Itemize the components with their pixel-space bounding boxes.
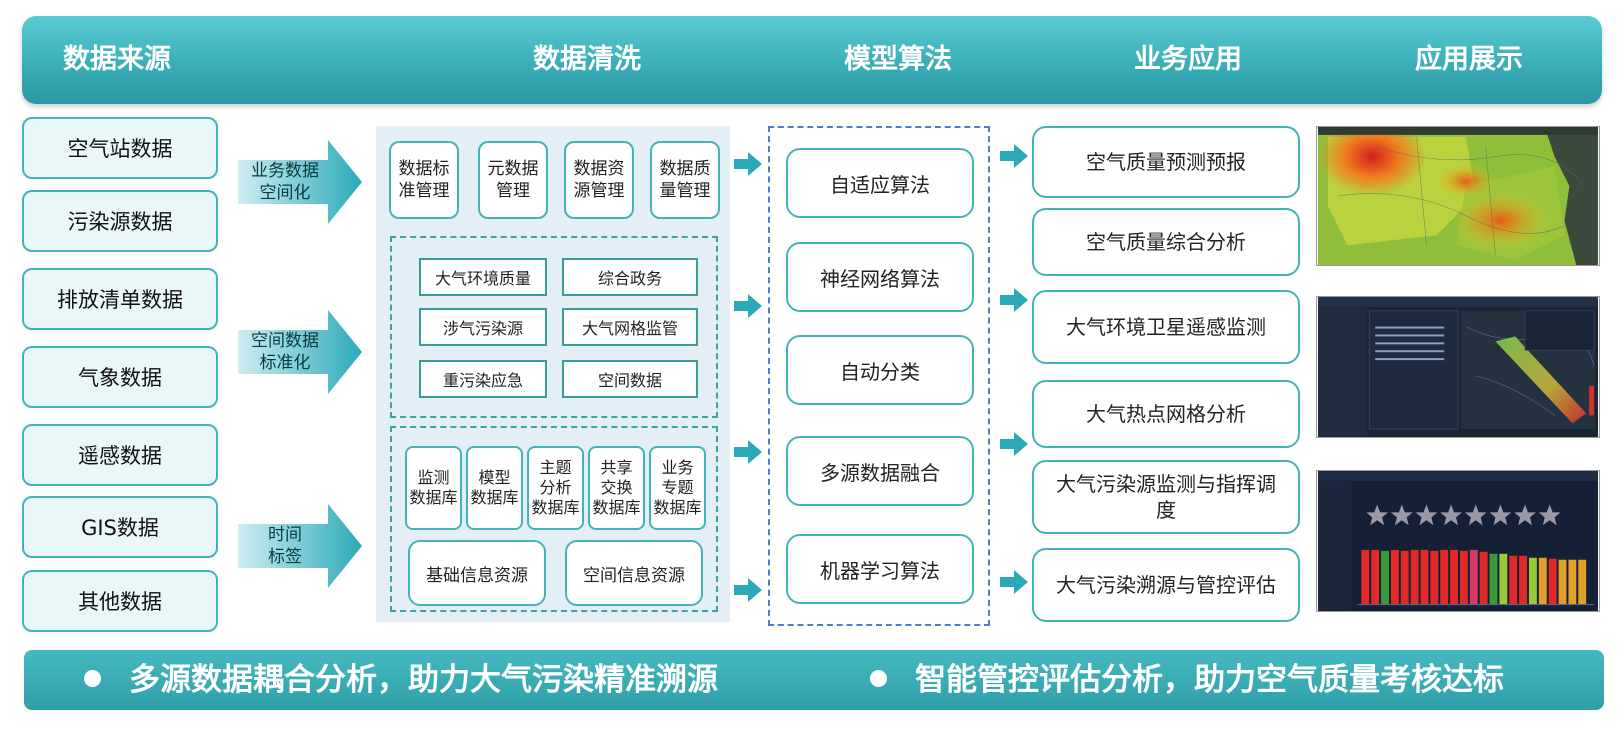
db-line: 专题 <box>661 478 694 497</box>
db-shared-exchange: 共享交换数据库 <box>588 446 645 530</box>
app-hotspot-grid: 大气热点网格分析 <box>1032 380 1300 448</box>
flow-label-line1: 空间数据 <box>251 331 319 351</box>
source-other: 其他数据 <box>22 570 218 632</box>
header-bar: 数据来源 数据清洗 模型算法 业务应用 应用展示 <box>22 16 1602 104</box>
db-topic-analysis: 主题分析数据库 <box>527 446 584 530</box>
qbox-line1: 数据资 <box>573 159 625 179</box>
app-line1: 大气污染源监测与指挥调 <box>1056 472 1276 496</box>
app-line1: 空气质量预测预报 <box>1086 150 1246 174</box>
db-line: 监测 <box>417 468 450 487</box>
qbox-line2: 准管理 <box>398 181 450 201</box>
footer-text-right: 智能管控评估分析，助力空气质量考核达标 <box>915 662 1504 698</box>
small-arrow <box>734 440 762 464</box>
header-sources: 数据来源 <box>63 44 171 75</box>
footer-bar: 多源数据耦合分析，助力大气污染精准溯源 智能管控评估分析，助力空气质量考核达标 <box>24 650 1604 710</box>
flow-arrow-spatialize: 业务数据空间化 <box>238 140 362 224</box>
db-line: 数据库 <box>409 488 458 507</box>
source-pollution: 污染源数据 <box>22 190 218 252</box>
small-arrow <box>734 578 762 602</box>
db-line: 数据库 <box>653 498 702 517</box>
app-line1: 大气环境卫星遥感监测 <box>1066 315 1266 339</box>
flow-label-line2: 标签 <box>268 547 302 567</box>
database-group <box>390 426 718 612</box>
small-arrow <box>1000 570 1028 594</box>
db-line: 分析 <box>539 478 572 497</box>
bullet-icon <box>870 670 887 687</box>
qbox-line1: 元数据 <box>487 159 539 179</box>
theme-spatial-data: 空间数据 <box>562 360 698 398</box>
quality-box-standard: 数据标准管理 <box>389 141 459 219</box>
qbox-line2: 管理 <box>496 181 530 201</box>
db-line: 数据库 <box>470 488 519 507</box>
heatmap-map-screenshot <box>1316 126 1600 266</box>
db-business-topic: 业务专题数据库 <box>649 446 706 530</box>
theme-pollution-source: 涉气污染源 <box>419 308 547 346</box>
theme-emergency: 重污染应急 <box>419 360 547 398</box>
footer-item-left: 多源数据耦合分析，助力大气污染精准溯源 <box>84 650 718 710</box>
small-arrow <box>1000 288 1028 312</box>
footer-item-right: 智能管控评估分析，助力空气质量考核达标 <box>870 650 1504 710</box>
small-arrow <box>1000 432 1028 456</box>
footer-text-left: 多源数据耦合分析，助力大气污染精准溯源 <box>129 662 718 698</box>
flow-label-line2: 标准化 <box>259 353 311 373</box>
algorithm-neural-network: 神经网络算法 <box>786 242 974 312</box>
qbox-line1: 数据质 <box>659 159 711 179</box>
db-model: 模型数据库 <box>466 446 523 530</box>
quality-box-metadata: 元数据管理 <box>478 141 548 219</box>
small-arrow <box>734 294 762 318</box>
db-monitoring: 监测数据库 <box>405 446 462 530</box>
header-applications: 业务应用 <box>1134 44 1242 75</box>
app-satellite-monitoring: 大气环境卫星遥感监测 <box>1032 290 1300 364</box>
source-air-station: 空气站数据 <box>22 117 218 179</box>
db-line: 交换 <box>600 478 633 497</box>
theme-grid-supervision: 大气网格监管 <box>562 308 698 346</box>
algorithm-adaptive: 自适应算法 <box>786 148 974 218</box>
bar-chart-dashboard-screenshot <box>1316 470 1600 612</box>
flow-arrow-standardize: 空间数据标准化 <box>238 310 362 394</box>
app-line1: 大气污染溯源与管控评估 <box>1056 573 1276 597</box>
db-line: 模型 <box>478 468 511 487</box>
qbox-line2: 源管理 <box>573 181 625 201</box>
app-line1: 空气质量综合分析 <box>1086 230 1246 254</box>
db-line: 数据库 <box>531 498 580 517</box>
app-air-quality-analysis: 空气质量综合分析 <box>1032 208 1300 276</box>
app-pollution-dispatch: 大气污染源监测与指挥调度 <box>1032 460 1300 534</box>
bullet-icon <box>84 670 101 687</box>
source-meteorology: 气象数据 <box>22 346 218 408</box>
resource-spatial-info: 空间信息资源 <box>565 540 703 606</box>
algorithm-machine-learning: 机器学习算法 <box>786 534 974 604</box>
satellite-monitoring-screenshot <box>1316 296 1600 438</box>
theme-group <box>390 236 718 418</box>
db-line: 共享 <box>600 458 633 477</box>
quality-box-quality: 数据质量管理 <box>650 141 720 219</box>
app-line2: 度 <box>1156 498 1176 522</box>
flow-label-line1: 业务数据 <box>251 161 319 181</box>
db-line: 业务 <box>661 458 694 477</box>
algorithm-auto-classify: 自动分类 <box>786 335 974 405</box>
flow-label-line1: 时间 <box>268 525 302 545</box>
header-display: 应用展示 <box>1415 44 1523 75</box>
small-arrow <box>734 152 762 176</box>
source-remote-sensing: 遥感数据 <box>22 424 218 486</box>
source-gis: GIS数据 <box>22 496 218 558</box>
theme-air-quality: 大气环境质量 <box>419 258 547 296</box>
quality-box-resource: 数据资源管理 <box>564 141 634 219</box>
db-line: 数据库 <box>592 498 641 517</box>
header-cleaning: 数据清洗 <box>533 44 641 75</box>
theme-governance: 综合政务 <box>562 258 698 296</box>
app-source-tracing: 大气污染溯源与管控评估 <box>1032 548 1300 622</box>
qbox-line2: 量管理 <box>659 181 711 201</box>
resource-basic-info: 基础信息资源 <box>408 540 546 606</box>
flow-arrow-time-tag: 时间标签 <box>238 504 362 588</box>
algorithm-multisource-fusion: 多源数据融合 <box>786 436 974 506</box>
small-arrow <box>1000 144 1028 168</box>
header-algorithms: 模型算法 <box>844 44 952 75</box>
algorithm-panel <box>768 126 990 626</box>
app-air-quality-forecast: 空气质量预测预报 <box>1032 126 1300 198</box>
app-line1: 大气热点网格分析 <box>1086 402 1246 426</box>
flow-label-line2: 空间化 <box>259 183 311 203</box>
source-emission-inventory: 排放清单数据 <box>22 268 218 330</box>
qbox-line1: 数据标 <box>398 159 450 179</box>
db-line: 主题 <box>539 458 572 477</box>
